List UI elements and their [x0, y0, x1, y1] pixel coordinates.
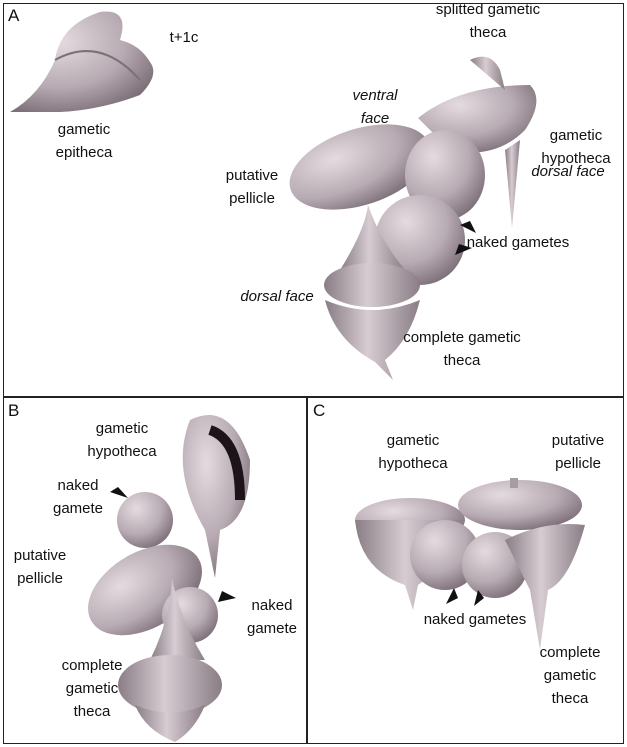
label-t1c: t+1c: [169, 29, 199, 46]
complete-theca-render-c: [505, 524, 585, 650]
panel-letter-b: B: [8, 401, 20, 420]
arrow-icon: [474, 590, 484, 606]
label-dorsal-face-right: dorsal face: [531, 163, 605, 180]
panel-letter-a: A: [8, 6, 20, 25]
naked-gamete-render-b1: [117, 492, 173, 548]
arrow-icon: [460, 221, 476, 233]
label-naked-gametes-a: naked gametes: [466, 234, 570, 251]
arrow-icon: [455, 244, 472, 255]
arrow-icon: [218, 591, 236, 602]
complete-theca-render-a: [324, 205, 420, 380]
panel-b: [3, 396, 308, 744]
pellicle-render-c: [458, 478, 582, 530]
arrow-icon: [110, 487, 128, 498]
panel-letter-c: C: [313, 401, 326, 420]
naked-gamete-render-c1: [410, 520, 480, 590]
hypotheca-render-b: [182, 415, 250, 578]
label-dorsal-face-left: dorsal face: [240, 288, 314, 305]
label-naked-gametes-c: naked gametes: [423, 611, 527, 628]
panel-a: [3, 3, 624, 398]
arrow-icon: [446, 588, 458, 604]
complete-theca-render-b: [118, 578, 222, 742]
gametic-epitheca-render: [10, 11, 154, 112]
arrowheads: [110, 221, 484, 606]
panel-c: [306, 396, 624, 744]
